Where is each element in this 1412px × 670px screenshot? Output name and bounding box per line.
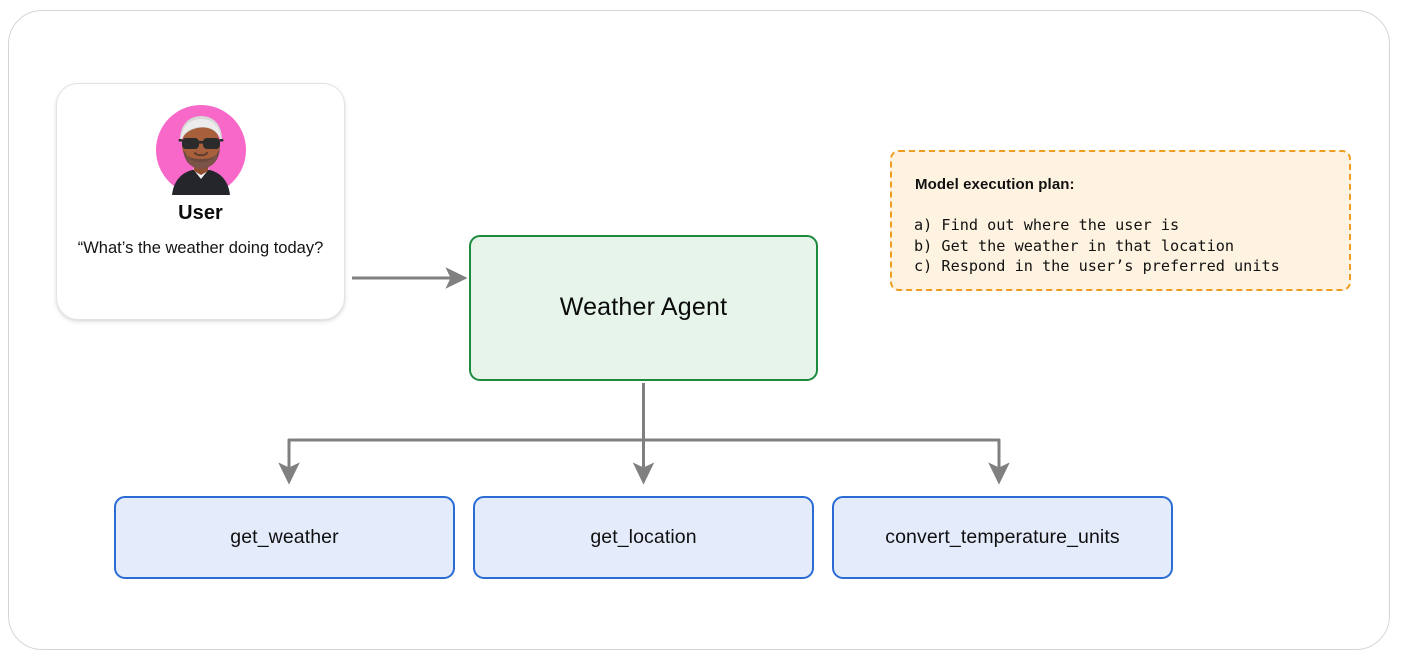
tool-label: convert_temperature_units xyxy=(885,526,1120,548)
agent-node[interactable]: Weather Agent xyxy=(469,235,818,381)
model-execution-plan-box: Model execution plan: a) Find out where … xyxy=(890,150,1351,291)
user-card: User “What’s the weather doing today? xyxy=(56,83,345,320)
tool-label: get_location xyxy=(590,526,697,548)
plan-steps: a) Find out where the user is b) Get the… xyxy=(914,216,1280,275)
user-quote: “What’s the weather doing today? xyxy=(77,239,324,257)
user-avatar-icon xyxy=(155,105,246,195)
tool-node-convert-temperature-units[interactable]: convert_temperature_units xyxy=(832,496,1173,579)
agent-label: Weather Agent xyxy=(559,293,728,321)
avatar xyxy=(155,105,246,195)
tool-label: get_weather xyxy=(230,526,339,548)
user-name: User xyxy=(178,202,223,224)
tool-node-get-weather[interactable]: get_weather xyxy=(114,496,455,579)
plan-title: Model execution plan: xyxy=(915,176,1075,193)
tool-node-get-location[interactable]: get_location xyxy=(473,496,814,579)
